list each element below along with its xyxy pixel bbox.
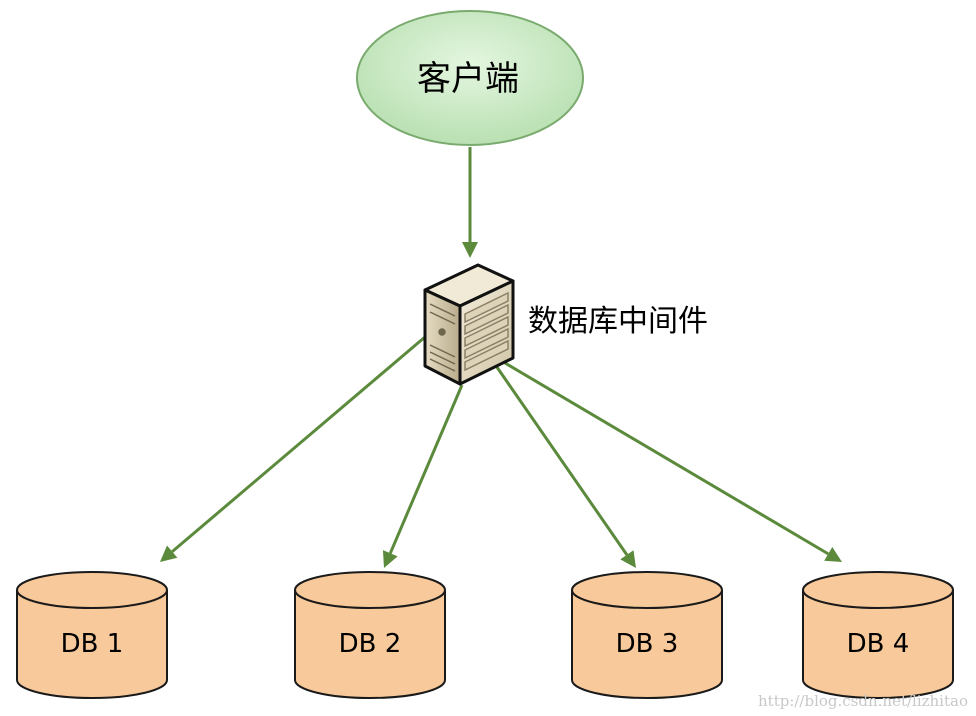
edge-client-to-middleware [462, 147, 478, 258]
edge-middleware-to-db [382, 384, 464, 568]
database-cylinder-top [294, 571, 446, 609]
arrowhead [382, 550, 398, 568]
arrowhead [462, 242, 478, 258]
server-drive-bays [464, 291, 509, 372]
database-cylinder-top [802, 571, 954, 609]
arrowhead [620, 550, 636, 568]
database-label: DB 2 [339, 629, 402, 659]
client-label: 客户端 [417, 59, 519, 99]
server-icon [423, 263, 515, 386]
edges-layer [160, 147, 842, 568]
database-label: DB 4 [847, 629, 910, 659]
database-cylinder-body [571, 590, 723, 699]
database-cylinder-body [16, 590, 168, 699]
database-label: DB 3 [616, 629, 679, 659]
database-cylinder-body [294, 590, 446, 699]
edge-middleware-to-db [504, 361, 842, 562]
database-node: DB 3 [571, 571, 723, 699]
edge-line [171, 335, 426, 553]
client-ellipse [356, 10, 584, 146]
databases-layer: DB 1 DB 2 DB 3 DB 4 [16, 571, 954, 699]
middleware-label: 数据库中间件 [528, 304, 708, 339]
edge-line [388, 384, 464, 554]
edge-line [490, 359, 629, 556]
client-node: 客户端 [356, 10, 584, 146]
middleware-node: 数据库中间件 [423, 263, 708, 386]
database-cylinder-top [16, 571, 168, 609]
database-node: DB 4 [802, 571, 954, 699]
database-node: DB 2 [294, 571, 446, 699]
database-cylinder-top [571, 571, 723, 609]
arrowhead [824, 546, 842, 562]
server-front-details [429, 303, 456, 372]
database-node: DB 1 [16, 571, 168, 699]
edge-middleware-to-db [490, 359, 636, 568]
database-label: DB 1 [61, 629, 124, 659]
watermark: http://blog.csdn.net/lizhitao [758, 692, 968, 710]
arrowhead [160, 545, 178, 562]
database-cylinder-body [802, 590, 954, 699]
edge-line [504, 361, 829, 556]
edge-middleware-to-db [160, 335, 426, 562]
